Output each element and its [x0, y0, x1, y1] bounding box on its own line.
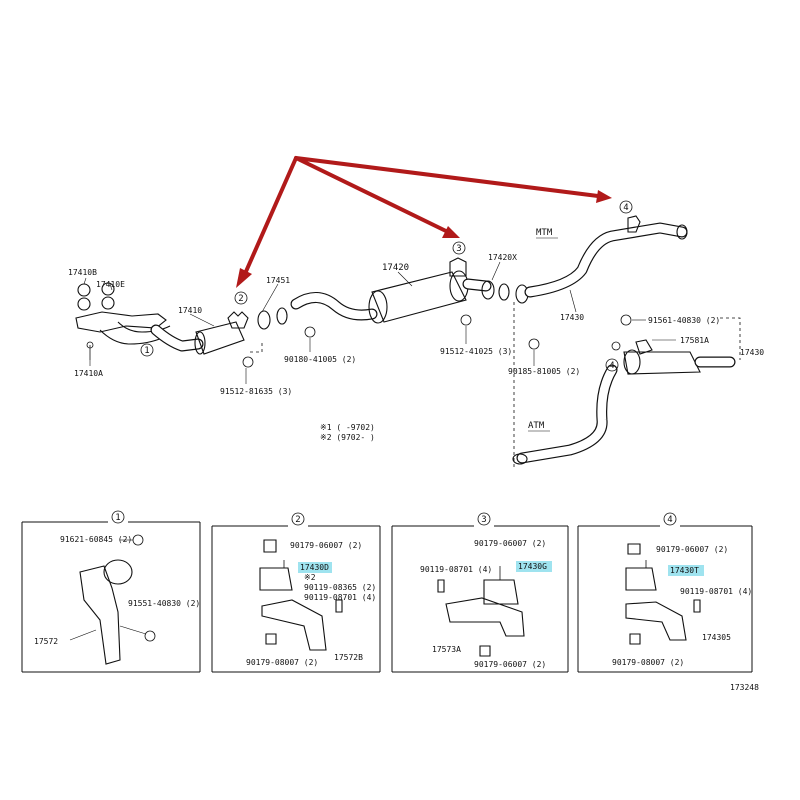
- label-17410: 17410: [178, 306, 202, 315]
- label-17420: 17420: [382, 263, 409, 273]
- note-2: ※2 (9702- ): [320, 433, 375, 442]
- panel-2-label-5: 90119-08701 (4): [304, 593, 376, 602]
- note-1: ※1 ( -9702): [320, 423, 375, 432]
- callout-1: 1: [140, 343, 154, 357]
- callout-4a-label: 4: [623, 203, 628, 213]
- label-91512-a: 91512-81635 (3): [220, 387, 292, 396]
- panel-3-label-1: 90179-06007 (2): [474, 539, 546, 548]
- detail-panel-2: 2 17430D 90179-06007 (2) ※2 90119-08365 …: [211, 512, 381, 673]
- panel-2-number: 2: [295, 515, 300, 525]
- panel-4-number: 4: [667, 515, 672, 525]
- callout-4a: 4: [619, 200, 633, 214]
- label-17581a: 17581A: [680, 336, 709, 345]
- drawing-number: 173248: [730, 683, 759, 692]
- panel-4-label-3: 90119-08701 (4): [680, 587, 752, 596]
- callout-2: 2: [234, 291, 248, 305]
- callout-3-label: 3: [456, 244, 461, 254]
- panel-4-label-4: 174305: [702, 633, 731, 642]
- label-17430: 17430: [560, 313, 584, 322]
- panel-1-number: 1: [115, 513, 120, 523]
- detail-panel-4: 4 17430T 90179-06007 (2) 90119-08701 (4)…: [577, 512, 753, 673]
- panel-1-label-3: 17572: [34, 637, 58, 646]
- panel-3-label-17430g: 17430G: [518, 562, 547, 571]
- label-91561-top: 91561-40830 (2): [648, 316, 720, 325]
- panel-3-label-2: 90119-08701 (4): [420, 565, 492, 574]
- label-atm: ATM: [528, 421, 545, 431]
- panel-2-label-1: 90179-06007 (2): [290, 541, 362, 550]
- center-pipe-muffler: [290, 257, 529, 324]
- panel-2-label-17430d: 17430D: [300, 563, 329, 572]
- label-91512-b: 91512-41025 (3): [440, 347, 512, 356]
- panel-1-label-2: 91551-40830 (2): [128, 599, 200, 608]
- panel-3-number: 3: [481, 515, 486, 525]
- panel-2-label-4: 90119-08365 (2): [304, 583, 376, 592]
- tail-pipe-mtm: [524, 215, 688, 298]
- label-17410b: 17410B: [68, 268, 97, 277]
- callout-3: 3: [452, 241, 466, 255]
- leader-lines: [83, 261, 676, 384]
- panel-2-label-3: ※2: [304, 573, 316, 582]
- annotation-arrows: [236, 156, 612, 288]
- panel-4-label-17430t: 17430T: [670, 566, 699, 575]
- callout-4b: 4: [605, 358, 619, 372]
- label-90185: 90185-81005 (2): [508, 367, 580, 376]
- exhaust-assembly: 1 2 3 4 4 17410B 17410E 17410A 17410 174…: [68, 200, 764, 470]
- manifold-gaskets: [75, 282, 171, 360]
- panel-4-label-1: 90179-06007 (2): [656, 545, 728, 554]
- panel-3-label-5: 90179-06007 (2): [474, 660, 546, 669]
- label-17420x: 17420X: [488, 253, 517, 262]
- label-17430-right: 17430: [740, 348, 764, 357]
- label-17410a: 17410A: [74, 369, 103, 378]
- detail-panel-1: 1 91621-60845 (2) 91551-40830 (2) 17572: [21, 510, 201, 673]
- callout-4b-label: 4: [609, 361, 614, 371]
- label-mtm: MTM: [536, 228, 553, 238]
- panel-2-label-6: 90179-08007 (2): [246, 658, 318, 667]
- label-90180: 90180-41005 (2): [284, 355, 356, 364]
- callout-2-label: 2: [238, 294, 243, 304]
- front-pipe: [150, 307, 288, 355]
- tail-pipe-atm: [512, 339, 736, 465]
- fasteners: [242, 314, 632, 368]
- panel-2-label-7: 17572B: [334, 653, 363, 662]
- detail-panel-3: 3 17430G 90179-06007 (2) 90119-08701 (4)…: [391, 512, 569, 673]
- panel-4-label-5: 90179-08007 (2): [612, 658, 684, 667]
- label-17410e: 17410E: [96, 280, 125, 289]
- callout-1-label: 1: [144, 346, 149, 356]
- panel-3-label-4: 17573A: [432, 645, 461, 654]
- label-17451: 17451: [266, 276, 290, 285]
- panel-1-label-1: 91621-60845 (2): [60, 535, 132, 544]
